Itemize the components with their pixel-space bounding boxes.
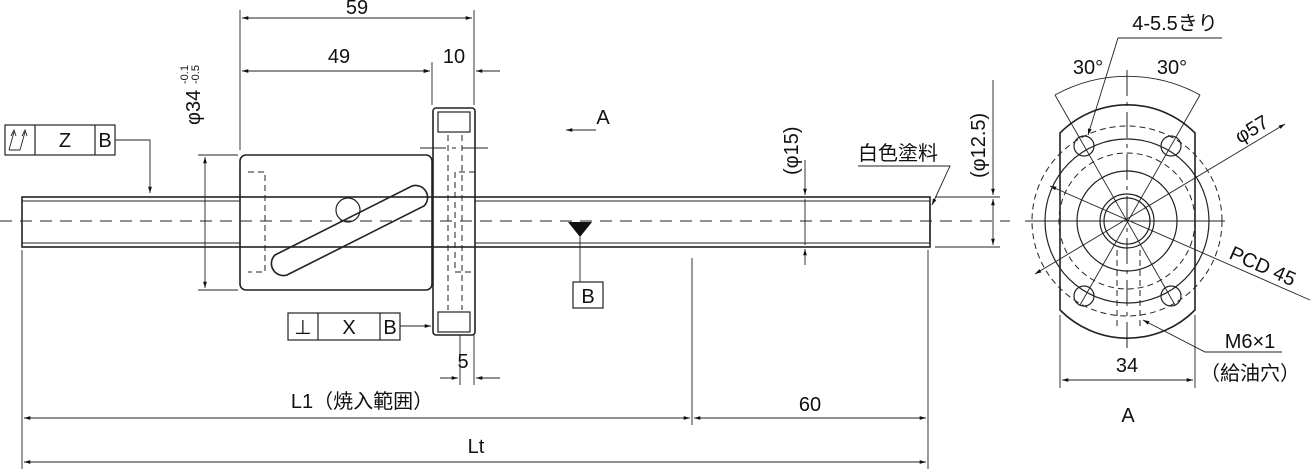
end-view-a: 4-5.5きり 30° 30° φ57 PCD 45 M6×1 （給油穴） 34… xyxy=(1025,13,1311,427)
svg-text:φ34: φ34 xyxy=(183,90,205,125)
svg-text:B: B xyxy=(98,130,111,152)
view-arrow-a: A xyxy=(566,107,610,132)
svg-text:34: 34 xyxy=(1116,355,1138,377)
dimensions-top: 59 49 10 xyxy=(239,0,500,150)
dim-shaft-diameter: (φ15) xyxy=(781,126,807,265)
svg-text:30°: 30° xyxy=(1157,57,1187,79)
svg-text:-0.1: -0.1 xyxy=(179,65,191,84)
mount-hole xyxy=(1160,285,1182,307)
datum-b: B xyxy=(568,222,604,309)
total-runout-icon xyxy=(8,128,28,151)
svg-text:30°: 30° xyxy=(1073,57,1103,79)
svg-text:φ57: φ57 xyxy=(1231,111,1273,148)
dim-end-diameter: (φ12.5) xyxy=(935,80,1000,248)
ball-nut xyxy=(239,154,433,291)
dimensions-bottom: L1（焼入範囲） 60 Lt xyxy=(21,250,929,469)
screw-shaft xyxy=(0,196,1010,248)
gdt-perpendicularity-frame: ⊥ X B xyxy=(287,312,432,341)
svg-text:（給油穴）: （給油穴） xyxy=(1200,362,1300,385)
svg-text:(φ12.5): (φ12.5) xyxy=(968,113,990,178)
dim-l1: L1（焼入範囲） xyxy=(291,390,433,413)
svg-text:白色塗料: 白色塗料 xyxy=(858,142,938,165)
svg-text:X: X xyxy=(342,317,355,339)
dim-59: 59 xyxy=(346,0,368,19)
gdt-runout-frame: Z B xyxy=(4,124,152,193)
dim-nut-diameter: φ34 -0.1 -0.5 xyxy=(179,65,238,291)
nut-flange xyxy=(420,107,490,336)
return-tube xyxy=(270,184,429,277)
svg-text:PCD 45: PCD 45 xyxy=(1226,242,1299,291)
perpendicularity-icon: ⊥ xyxy=(294,317,311,339)
svg-text:5: 5 xyxy=(457,351,468,373)
paint-note: 白色塗料 xyxy=(858,142,951,206)
dim-10: 10 xyxy=(443,46,465,68)
svg-text:M6×1: M6×1 xyxy=(1225,331,1276,353)
svg-text:B: B xyxy=(383,317,396,339)
mount-hole xyxy=(1073,285,1095,307)
svg-text:A: A xyxy=(1121,405,1135,427)
dim-49: 49 xyxy=(328,46,350,68)
svg-text:A: A xyxy=(596,107,610,129)
dim-60: 60 xyxy=(799,394,821,416)
dim-5: 5 xyxy=(440,335,500,385)
svg-text:Z: Z xyxy=(59,130,71,152)
svg-text:-0.5: -0.5 xyxy=(190,65,202,84)
svg-text:4-5.5きり: 4-5.5きり xyxy=(1132,13,1218,35)
svg-text:(φ15): (φ15) xyxy=(781,126,803,175)
svg-text:B: B xyxy=(581,286,594,308)
dim-lt: Lt xyxy=(468,436,485,458)
